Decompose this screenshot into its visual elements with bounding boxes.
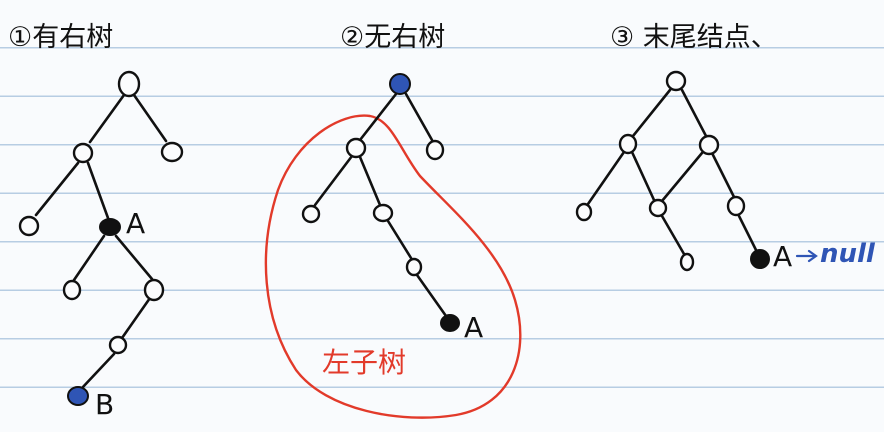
tree-case3: A null: [575, 70, 876, 273]
tree2-node: [345, 137, 367, 159]
tree2-node-a: [440, 314, 460, 332]
tree3-edge: [680, 88, 708, 138]
tree3-edge: [630, 150, 656, 202]
tree3-edge: [631, 88, 672, 138]
tree2-edge: [386, 219, 413, 260]
tree1-edge: [120, 296, 152, 340]
heading-case3: ③ 末尾结点、: [610, 22, 778, 53]
tree1-node: [108, 335, 128, 355]
tree1-node: [143, 278, 165, 302]
tree2-edge: [358, 92, 398, 142]
tree1-node-b: [67, 386, 89, 406]
left-subtree-outline: [264, 114, 522, 419]
tree3-node: [665, 70, 687, 92]
tree1-label-a: A: [126, 207, 145, 240]
tree-case2: A 左子树: [264, 73, 522, 419]
tree-case1: A B: [18, 70, 184, 421]
tree2-label-a: A: [464, 311, 483, 344]
tree1-node-a: [99, 218, 121, 236]
tree3-null-label: null: [820, 239, 876, 269]
tree1-node: [18, 215, 40, 237]
heading-case2: ②无右树: [340, 22, 445, 53]
heading-case1: ①有右树: [8, 22, 113, 53]
tree1-node: [117, 70, 141, 98]
tree3-node-a: [750, 249, 770, 269]
tree1-node: [160, 141, 184, 163]
tree3-edge: [660, 151, 704, 203]
tree1-edge: [86, 161, 110, 220]
tree2-node: [372, 203, 394, 223]
tree2-node: [405, 257, 423, 277]
tree2-node: [425, 139, 445, 161]
tree3-node: [618, 133, 638, 155]
left-subtree-label: 左子树: [322, 346, 406, 379]
tree3-node: [726, 195, 746, 217]
tree1-edge: [114, 234, 154, 281]
tree3-label-a: A: [773, 240, 792, 273]
tree3-edge: [736, 212, 758, 252]
tree1-label-b: B: [95, 388, 114, 421]
tree1-edge: [132, 93, 168, 143]
tree2-edge: [404, 92, 434, 142]
tree3-node: [698, 134, 720, 156]
null-arrow-head-icon: [807, 249, 818, 263]
tree3-edge: [710, 151, 736, 199]
tree3-node: [679, 252, 695, 272]
tree3-edge: [586, 150, 626, 206]
tree1-edge: [72, 234, 106, 282]
tree1-edge: [34, 161, 80, 217]
tree2-edge: [415, 273, 448, 318]
tree2-edge: [358, 155, 382, 207]
tree2-node: [301, 204, 321, 224]
tree1-edge: [88, 93, 126, 144]
tree1-edge: [80, 352, 116, 390]
tree1-node: [62, 279, 82, 301]
tree3-node: [648, 198, 668, 218]
tree2-root: [389, 73, 411, 95]
tree1-node: [72, 142, 94, 164]
tree3-node: [575, 202, 593, 222]
tree3-edge: [660, 214, 686, 256]
tree2-edge: [313, 154, 354, 207]
